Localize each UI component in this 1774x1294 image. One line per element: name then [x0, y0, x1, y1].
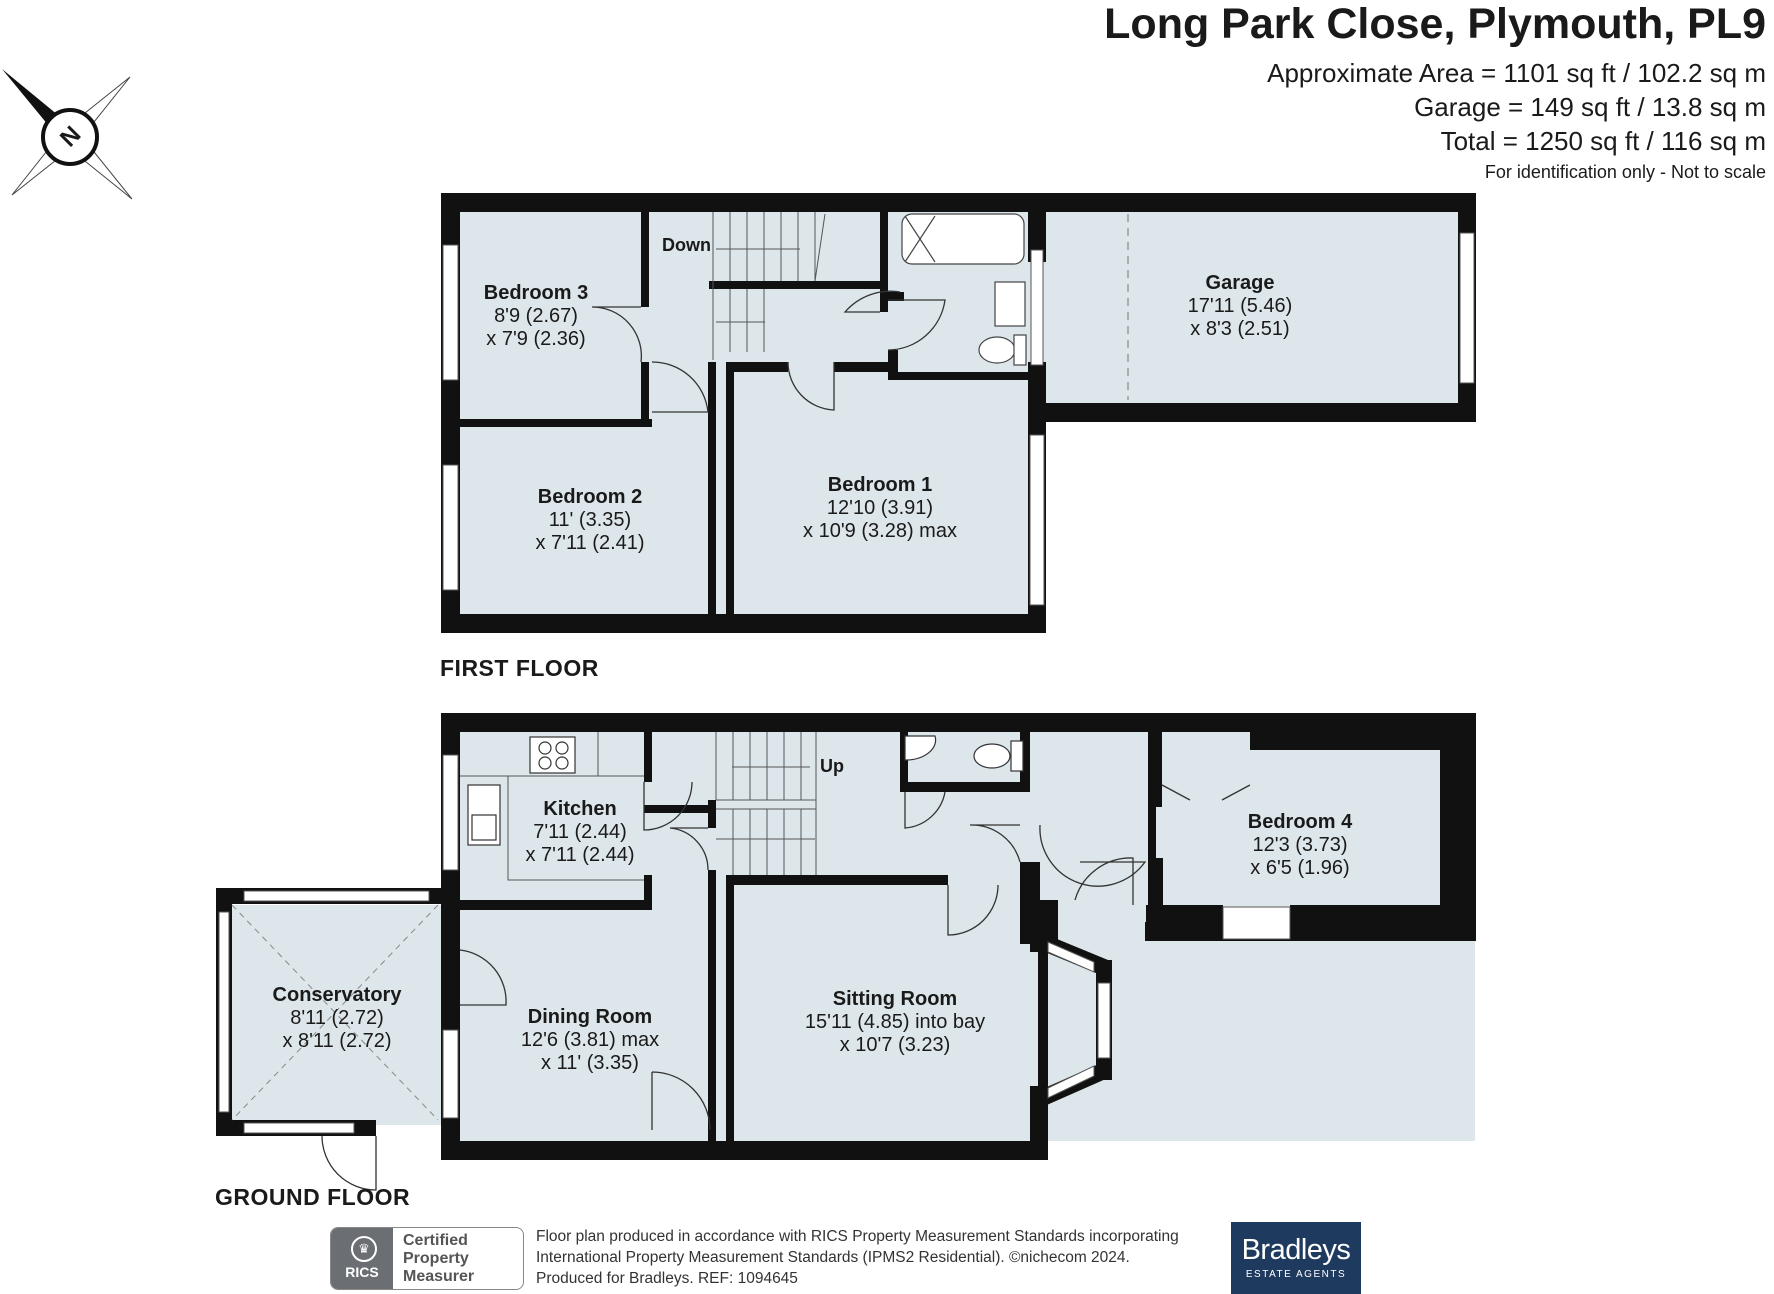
- compass-rose-icon: [2, 69, 133, 200]
- wall: [644, 875, 652, 910]
- garage-area: Garage = 149 sq ft / 13.8 sq m: [1414, 92, 1766, 122]
- wall: [726, 875, 734, 1142]
- room-label-bedroom2: Bedroom 2 11' (3.35) x 7'11 (2.41): [535, 486, 645, 554]
- wall: [888, 292, 904, 301]
- wall: [900, 732, 908, 790]
- window: [243, 1122, 355, 1134]
- wall: [460, 900, 652, 910]
- wall: [1290, 905, 1445, 941]
- wall: [441, 713, 1476, 732]
- wall: [441, 1141, 1048, 1160]
- ground-floor-label: GROUND FLOOR: [215, 1184, 411, 1210]
- room-label-bedroom4: Bedroom 4 12'3 (3.73) x 6'5 (1.96): [1247, 811, 1353, 879]
- wall: [460, 419, 652, 427]
- wall: [708, 362, 716, 614]
- window: [1222, 906, 1291, 940]
- window: [442, 1029, 459, 1119]
- wall: [1020, 732, 1030, 792]
- wall: [726, 362, 734, 614]
- bradleys-logo: Bradleys ESTATE AGENTS: [1231, 1222, 1361, 1294]
- bay-window: [1040, 932, 1112, 1108]
- wall: [834, 362, 890, 372]
- room-label-sitting-room: Sitting Room 15'11 (4.85) into bay x 10'…: [804, 988, 986, 1056]
- ground-floor-stairs: [715, 732, 817, 875]
- approximate-area: Approximate Area = 1101 sq ft / 102.2 sq…: [1267, 58, 1766, 88]
- wall: [1030, 862, 1040, 907]
- wall: [726, 875, 948, 885]
- room-label-bedroom1: Bedroom 1 12'10 (3.91) x 10'9 (3.28) max: [803, 474, 957, 542]
- conservatory-fill: [232, 905, 460, 1125]
- wall: [441, 193, 1476, 212]
- window: [1459, 232, 1475, 384]
- ground-floor-fill: [1038, 870, 1118, 900]
- scale-note: For identification only - Not to scale: [1484, 162, 1766, 182]
- window: [442, 244, 459, 381]
- wall: [641, 362, 649, 427]
- window: [1029, 434, 1045, 606]
- room-label-garage: Garage 17'11 (5.46) x 8'3 (2.51): [1187, 272, 1293, 340]
- window: [1030, 249, 1044, 366]
- wall: [726, 362, 788, 372]
- wall: [644, 805, 716, 813]
- wall: [880, 212, 888, 312]
- wall: [1250, 732, 1258, 750]
- first-floor-stairs: [712, 212, 826, 360]
- room-label-bedroom3: Bedroom 3 8'9 (2.67) x 7'9 (2.36): [483, 282, 589, 350]
- wall: [1028, 362, 1046, 422]
- wall: [890, 372, 1038, 380]
- rics-badge: ♛ RICS Certified Property Measurer: [330, 1227, 524, 1290]
- room-label-kitchen: Kitchen 7'11 (2.44) x 7'11 (2.44): [525, 798, 635, 866]
- rics-logo-icon: ♛ RICS: [331, 1228, 393, 1289]
- wall: [708, 800, 716, 828]
- stairs-down-label: Down: [662, 235, 711, 255]
- window: [218, 911, 230, 1113]
- wall: [1440, 750, 1458, 940]
- total-area: Total = 1250 sq ft / 116 sq m: [1440, 126, 1766, 156]
- wall: [1258, 732, 1458, 750]
- wall: [1040, 906, 1048, 940]
- window: [243, 890, 430, 902]
- wall: [708, 870, 716, 1142]
- wall: [641, 212, 649, 307]
- window: [442, 464, 459, 591]
- wall: [1028, 403, 1476, 422]
- wall: [1457, 713, 1476, 941]
- first-floor-label: FIRST FLOOR: [440, 655, 599, 681]
- wall: [1038, 940, 1048, 1090]
- bay-fill: [1038, 932, 1108, 1112]
- wall: [644, 732, 652, 782]
- first-floor-fill: [460, 211, 1046, 616]
- page-title: Long Park Close, Plymouth, PL9: [1104, 0, 1766, 48]
- rics-certified-label: Certified Property Measurer: [403, 1232, 475, 1285]
- window: [442, 754, 459, 871]
- wall: [1148, 732, 1156, 922]
- ground-floor-plan: [216, 713, 1476, 1191]
- first-floor-plan: [441, 193, 1476, 633]
- wall: [441, 614, 1046, 633]
- wall: [1155, 858, 1163, 913]
- footer-disclaimer: Floor plan produced in accordance with R…: [536, 1228, 1179, 1287]
- wall: [709, 281, 885, 289]
- stairs-up-label: Up: [820, 756, 844, 776]
- room-label-dining-room: Dining Room 12'6 (3.81) max x 11' (3.35): [520, 1006, 660, 1074]
- garage-floor-fill: [1046, 211, 1476, 403]
- wall: [1030, 942, 1040, 952]
- room-label-conservatory: Conservatory 8'11 (2.72) x 8'11 (2.72): [272, 984, 402, 1052]
- wall: [1154, 732, 1162, 807]
- wall: [888, 350, 898, 380]
- wall: [900, 782, 1030, 792]
